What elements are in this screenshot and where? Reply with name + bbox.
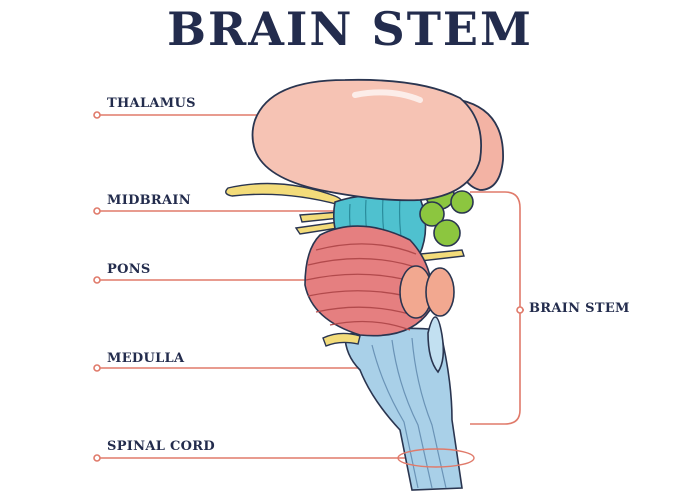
diagram-title: BRAIN STEM <box>167 2 533 56</box>
thalamus-shape <box>251 78 504 202</box>
label-medulla: MEDULLA <box>107 351 185 366</box>
label-brain-stem: BRAIN STEM <box>529 301 630 316</box>
label-thalamus: THALAMUS <box>107 96 196 111</box>
pons-shape <box>304 225 455 337</box>
leader-dots <box>93 111 524 462</box>
medulla-shape <box>344 316 475 491</box>
label-pons: PONS <box>107 262 151 277</box>
label-midbrain: MIDBRAIN <box>107 193 191 208</box>
brain-stem-bracket <box>470 191 521 425</box>
label-spinal-cord: SPINAL CORD <box>107 439 215 454</box>
